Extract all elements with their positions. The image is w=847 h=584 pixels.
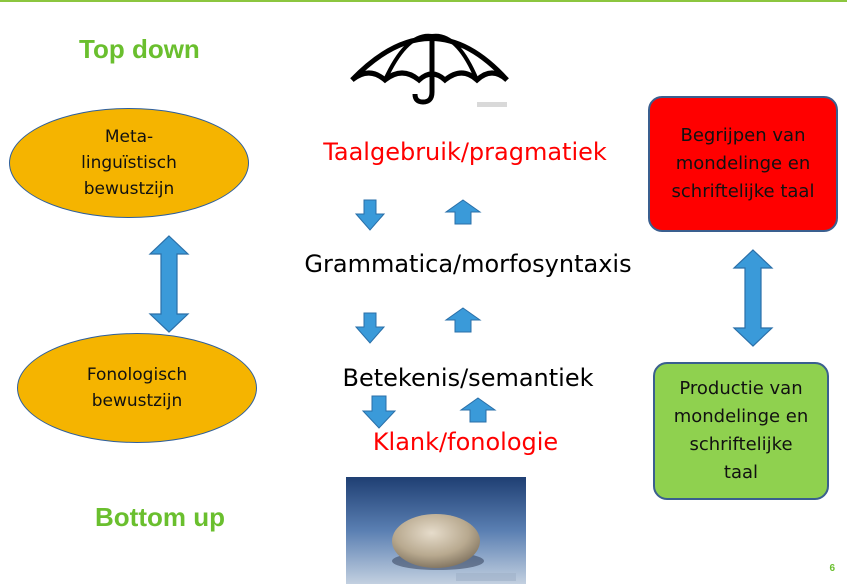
production-label: Productie van mondelinge en schriftelijk… [673,378,809,483]
up-arrow-icon [444,307,482,333]
phonological-awareness-label: Fonologisch bewustzijn [86,365,188,411]
phonological-awareness-ellipse: Fonologisch bewustzijn [17,333,257,443]
slide-number: 6 [829,563,835,574]
semantics-label: Betekenis/semantiek [342,364,594,392]
metalinguistic-awareness-ellipse: Meta- linguïstisch bewustzijn [9,108,249,218]
umbrella-icon [350,33,509,107]
up-arrow-icon [444,199,482,225]
top-down-heading: Top down [79,34,200,64]
comprehension-box: Begrijpen van mondelinge en schriftelijk… [648,96,838,232]
stone-image [346,477,526,584]
double-arrow-icon [148,235,190,333]
bottom-up-heading: Bottom up [95,502,225,532]
down-arrow-icon [354,312,386,344]
top-border-line [0,0,847,2]
down-arrow-icon [354,199,386,231]
down-arrow-icon [361,395,397,429]
up-arrow-icon [459,397,497,423]
production-box: Productie van mondelinge en schriftelijk… [653,362,829,500]
pragmatics-label: Taalgebruik/pragmatiek [323,138,607,166]
phonology-label: Klank/fonologie [372,428,559,456]
double-arrow-icon [732,249,774,347]
metalinguistic-awareness-label: Meta- linguïstisch bewustzijn [81,127,177,199]
grammar-label: Grammatica/morfosyntaxis [304,250,632,278]
comprehension-label: Begrijpen van mondelinge en schriftelijk… [671,125,815,202]
